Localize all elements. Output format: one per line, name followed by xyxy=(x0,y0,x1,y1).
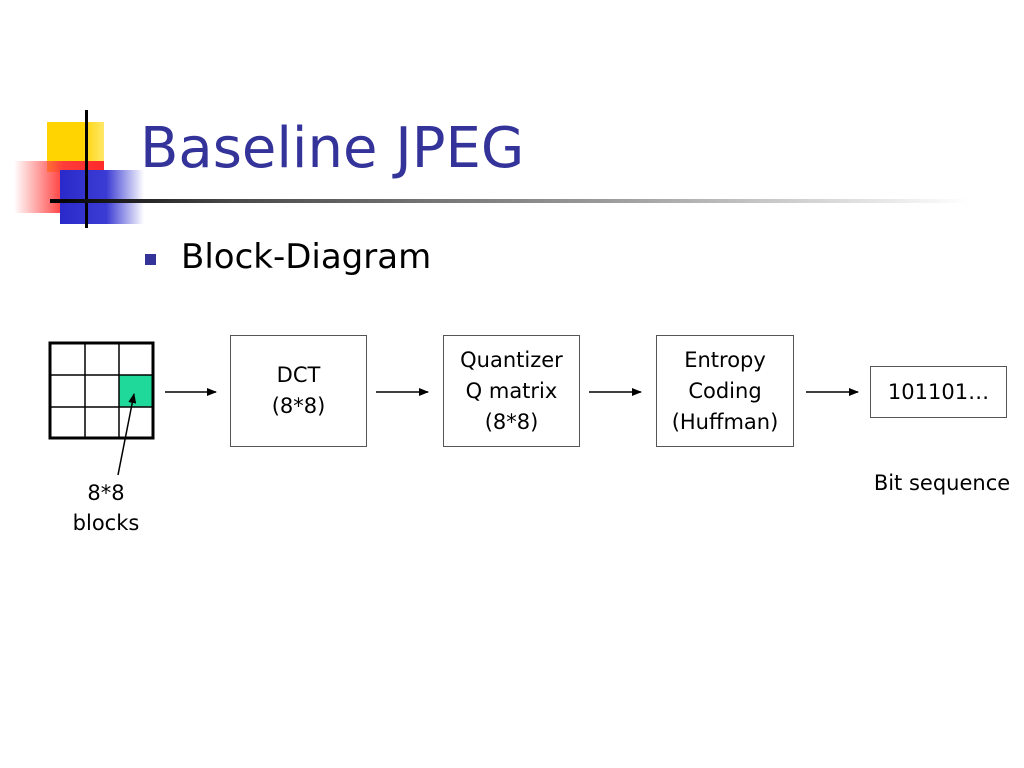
bit-sequence-box: 101101… xyxy=(870,366,1007,418)
dct-box: DCT (8*8) xyxy=(230,335,367,447)
grid-label: 8*8 blocks xyxy=(72,481,140,535)
title-underline xyxy=(50,199,970,203)
quantizer-box: Quantizer Q matrix (8*8) xyxy=(443,335,580,447)
block-pointer-arrow xyxy=(117,393,137,476)
entropy-coding-box: Entropy Coding (Huffman) xyxy=(656,335,794,447)
block-grid xyxy=(48,341,155,440)
entropy-coding-label: Entropy Coding (Huffman) xyxy=(671,347,779,434)
dct-label: DCT (8*8) xyxy=(271,363,326,418)
slide-title: Baseline JPEG xyxy=(140,116,525,181)
title-deco-vertical-line xyxy=(85,110,88,228)
quantizer-label: Quantizer Q matrix (8*8) xyxy=(460,347,563,434)
bullet-block-diagram: Block-Diagram xyxy=(181,237,432,277)
bit-sequence-caption: Bit sequence xyxy=(873,471,1011,495)
title-deco-blue-square xyxy=(60,170,144,224)
bullet-marker xyxy=(145,254,156,265)
bit-sequence-value: 101101… xyxy=(887,379,990,404)
highlighted-block xyxy=(118,374,153,407)
grid-outline xyxy=(48,341,155,440)
